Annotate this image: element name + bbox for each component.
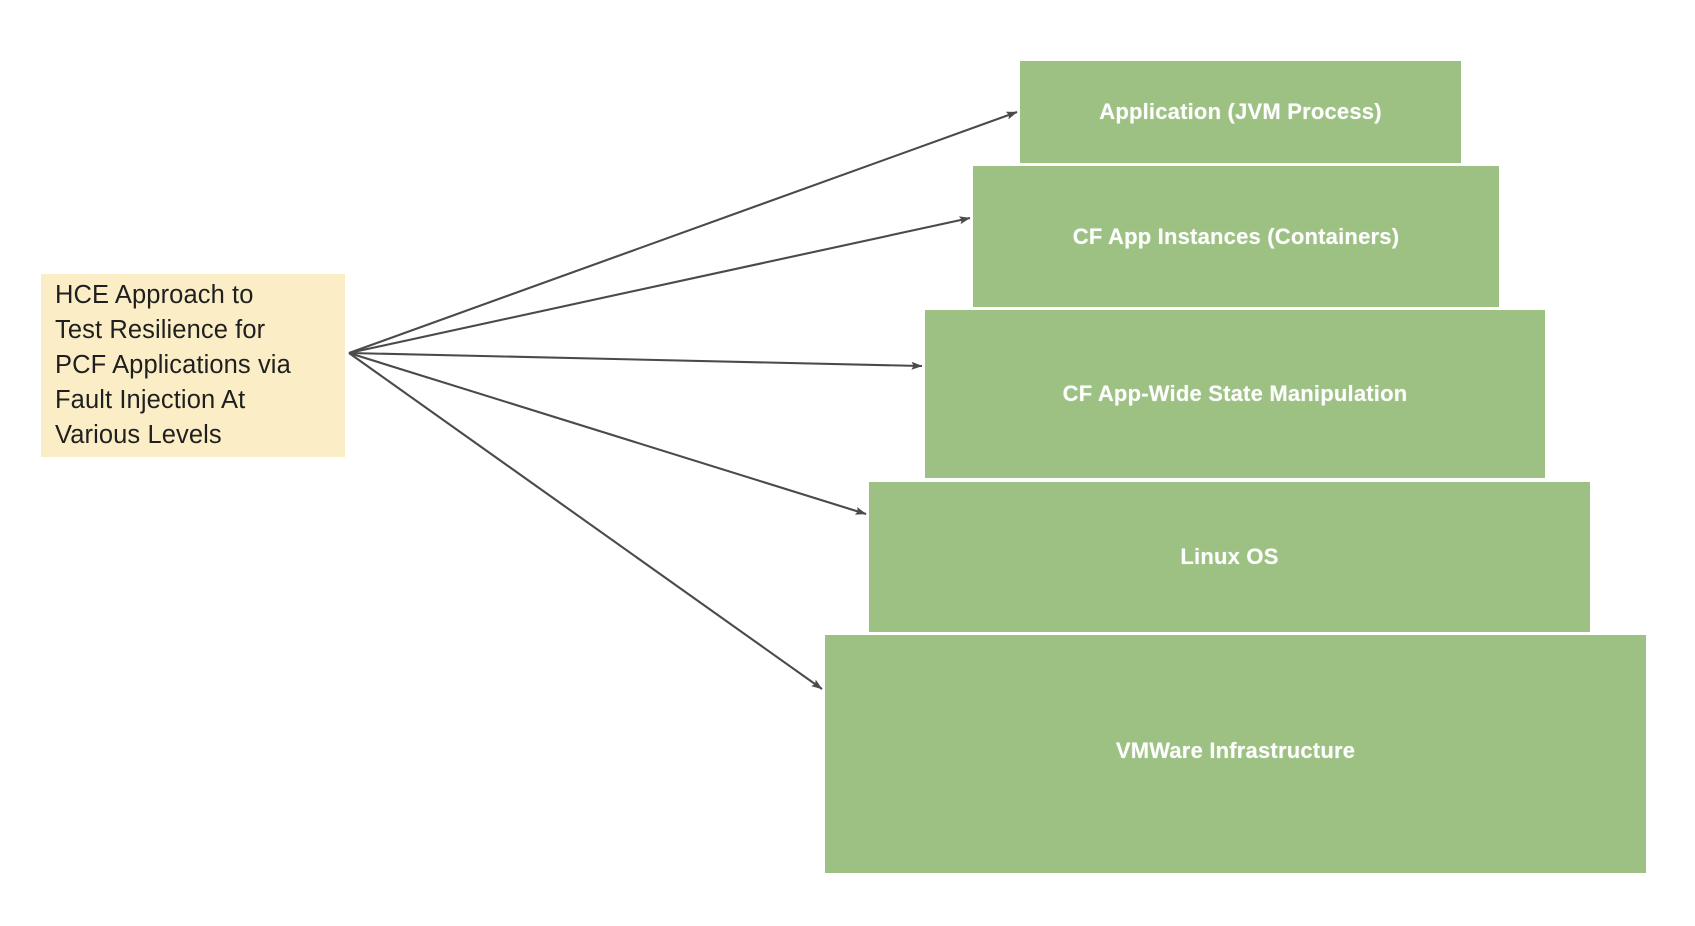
connector-arrow-vmware-infrastructure: [348, 352, 823, 690]
layer-label-application: Application (JVM Process): [1099, 99, 1382, 124]
layer-box-cf-app-wide-state: CF App-Wide State Manipulation: [925, 310, 1545, 478]
connector-arrow-linux-os: [348, 351, 867, 516]
connector-arrow-cf-app-wide-state: [348, 351, 923, 370]
connector-arrow-application: [348, 111, 1018, 354]
hce-approach-box: HCE Approach to Test Resilience for PCF …: [41, 274, 345, 457]
hce-approach-label: HCE Approach to Test Resilience for PCF …: [55, 281, 291, 449]
layer-label-linux-os: Linux OS: [1180, 544, 1279, 569]
layer-box-application: Application (JVM Process): [1020, 61, 1461, 163]
layer-box-vmware-infrastructure: VMWare Infrastructure: [825, 635, 1646, 873]
layer-box-linux-os: Linux OS: [869, 482, 1590, 632]
layer-label-cf-app-instances: CF App Instances (Containers): [1072, 223, 1400, 249]
connector-arrow-cf-app-instances: [348, 216, 971, 355]
layer-box-cf-app-instances: CF App Instances (Containers): [973, 166, 1499, 307]
layer-label-vmware-infrastructure: VMWare Infrastructure: [1115, 738, 1356, 763]
layer-label-cf-app-wide-state: CF App-Wide State Manipulation: [1062, 381, 1408, 406]
